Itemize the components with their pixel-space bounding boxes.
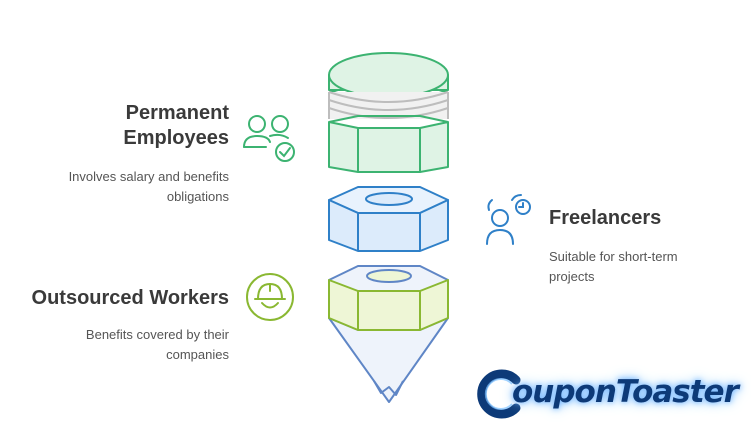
people-check-icon [243, 115, 295, 162]
permanent-employees-title-line2: Employees [123, 127, 229, 149]
outsourced-workers-description: Benefits covered by their companies [0, 325, 229, 365]
outsourced-workers-desc-line1: Benefits covered by their [85, 327, 229, 342]
outsourced-workers-desc-line2: companies [166, 347, 229, 362]
permanent-employees-title: Permanent Employees [9, 101, 229, 151]
blue-hex-segment [328, 186, 449, 252]
lime-hex-segment [328, 269, 449, 331]
worker-helmet-icon [246, 273, 294, 321]
green-hex-segment [328, 115, 449, 173]
permanent-employees-title-line1: Permanent [125, 102, 229, 124]
permanent-employees-desc-line1: Involves salary and benefits [68, 169, 229, 184]
permanent-employees-description: Involves salary and benefits obligations [0, 167, 229, 207]
logo-text: ouponToaster [512, 374, 739, 410]
logo-c-mark [477, 369, 521, 419]
coupontoaster-logo: ouponToaster [472, 362, 739, 422]
freelancer-icon [486, 194, 531, 245]
freelancers-title: Freelancers [549, 207, 662, 229]
metal-band-segment [328, 91, 449, 119]
freelancers-desc-line2: projects [549, 269, 595, 284]
freelancers-desc-line1: Suitable for short-term [549, 249, 678, 264]
outsourced-workers-title: Outsourced Workers [31, 287, 229, 309]
permanent-employees-desc-line2: obligations [166, 189, 229, 204]
freelancers-description: Suitable for short-term projects [549, 247, 739, 287]
